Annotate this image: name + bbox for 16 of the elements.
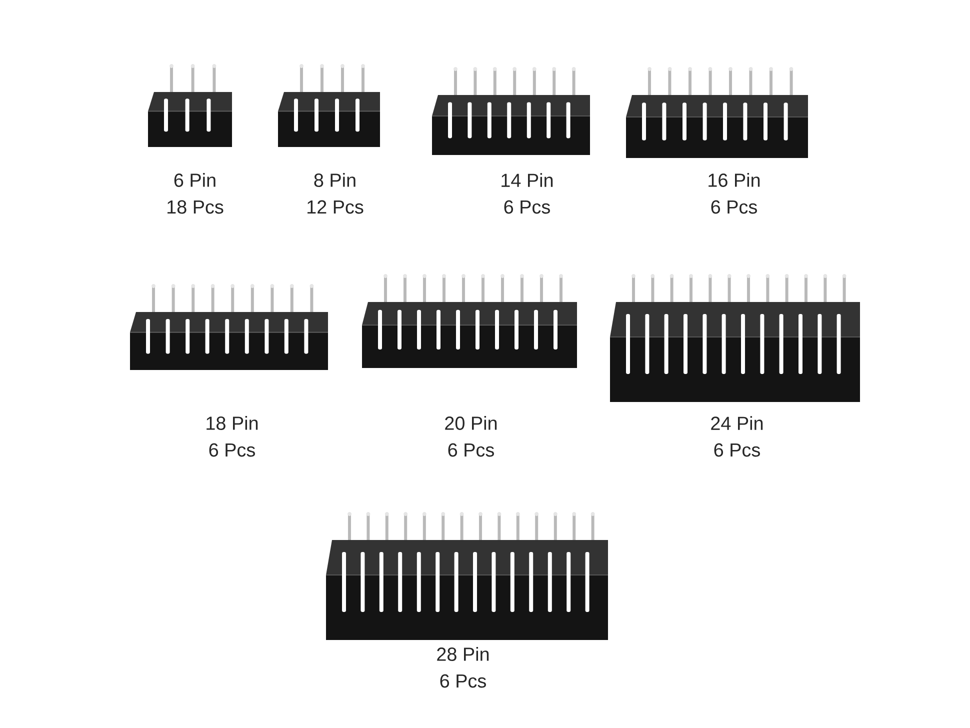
caption-text: 6 Pcs	[440, 674, 486, 688]
caption-text: 8 Pin	[314, 173, 356, 187]
caption-text: 6 Pin	[174, 173, 216, 187]
caption-text: 6 Pcs	[504, 200, 550, 214]
caption-text: 18 Pcs	[168, 200, 224, 214]
caption-text: 20 Pin	[445, 416, 497, 430]
caption-text: 6 Pcs	[714, 443, 760, 457]
caption-text: 6 Pcs	[209, 443, 255, 457]
caption-text: 18 Pin	[206, 416, 258, 430]
caption-text: 12 Pcs	[308, 200, 364, 214]
caption-text: 14 Pin	[502, 173, 553, 187]
caption-text: 6 Pcs	[448, 443, 494, 457]
caption-text: 16 Pin	[708, 173, 760, 187]
caption-text: 6 Pcs	[711, 200, 757, 214]
caption-text: 24 Pin	[711, 416, 763, 430]
caption-text: 28 Pin	[437, 647, 489, 661]
